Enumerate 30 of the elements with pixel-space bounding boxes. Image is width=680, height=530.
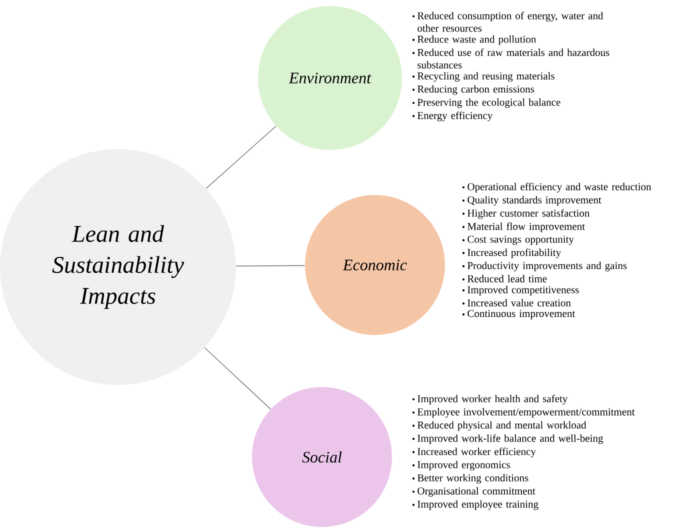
bullet-item: Material flow improvement — [468, 222, 585, 232]
bullet-item: Preserving the ecological balance — [418, 98, 560, 108]
bullet-item: Reducing carbon emissions — [418, 85, 534, 95]
bullet-item: Reduced physical and mental workload — [418, 421, 586, 431]
bullet-item: Better working conditions — [418, 474, 528, 484]
bullet-item: Reduced consumption of energy, water and other resources — [418, 12, 604, 32]
bullet-item: Continuous improvement — [468, 310, 576, 320]
connector-line — [206, 126, 276, 189]
bullet-item: Improved competitiveness — [468, 286, 579, 296]
bullet-item: Reduced use of raw materials and hazardous substances — [418, 48, 610, 69]
bullet-item: Operational efficiency and waste reduction — [468, 182, 652, 192]
connector-line — [236, 265, 306, 266]
bullet-item: Higher customer satisfaction — [468, 209, 590, 219]
bullet-item: Improved employee training — [418, 500, 538, 510]
bullet-item: Organisational commitment — [418, 487, 536, 497]
bullet-item: Cost savings opportunity — [468, 236, 574, 245]
bullet-item: Improved ergonomics — [418, 460, 510, 470]
bullet-item: Quality standards improvement — [468, 196, 602, 206]
bullet-item: Improved worker health and safety — [418, 394, 568, 404]
connector-line — [204, 347, 271, 410]
bullet-item: Increased profitability — [468, 248, 562, 258]
bullet-item: Productivity improvements and gains — [468, 262, 627, 272]
bullet-item: Improved work-life balance and well-being — [418, 434, 604, 444]
bullet-item: Reduced lead time — [468, 274, 547, 282]
bullet-item: Increased worker efficiency — [418, 448, 536, 458]
bullet-item: Recycling and reusing materials — [418, 72, 554, 82]
bullet-item: Increased value creation — [468, 299, 571, 306]
bullet-item: Reduce waste and pollution — [418, 35, 536, 45]
bullet-item: Employee involvement/empowerment/commitment — [418, 408, 635, 418]
bullet-item: Energy efficiency — [418, 112, 493, 122]
